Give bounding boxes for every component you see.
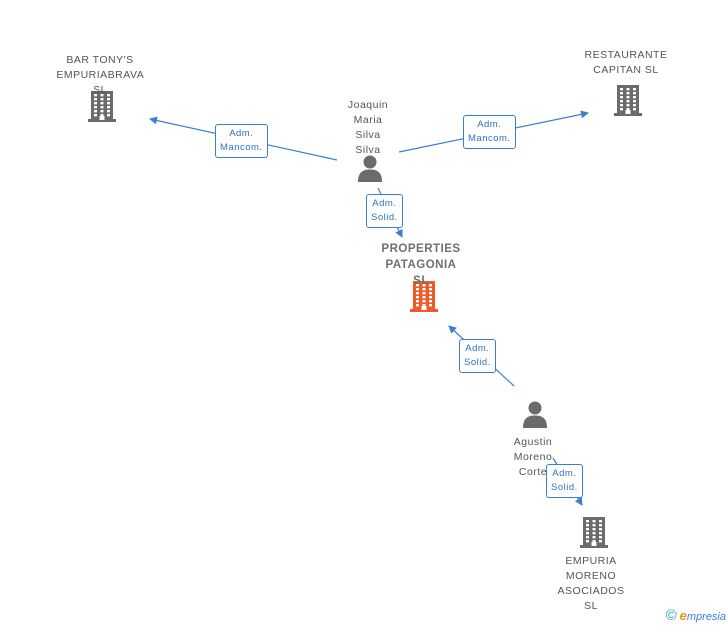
footer-brand: © empresia bbox=[666, 607, 726, 624]
relation-badge-agustin-empuria_moreno[interactable]: Adm. Solid. bbox=[546, 464, 583, 498]
relation-badge-joaquin-restaurante_capitan[interactable]: Adm. Mancom. bbox=[463, 115, 516, 149]
empresia-logo: empresia bbox=[679, 608, 726, 623]
node-label[interactable]: PROPERTIES PATAGONIA SL bbox=[381, 243, 461, 287]
node-label[interactable]: Agustin Moreno Corte bbox=[513, 436, 553, 478]
node-label[interactable]: BAR TONY'S EMPURIABRAVA SL bbox=[56, 54, 145, 96]
copyright-icon: © bbox=[665, 607, 677, 624]
node-label[interactable]: EMPURIA MORENO ASOCIADOS SL bbox=[557, 555, 625, 612]
relation-badge-agustin-properties_patagonia[interactable]: Adm. Solid. bbox=[459, 339, 496, 373]
node-label[interactable]: Joaquin Maria Silva Silva bbox=[347, 99, 389, 156]
node-label[interactable]: RESTAURANTE CAPITAN SL bbox=[584, 49, 668, 76]
relation-badge-joaquin-properties_patagonia[interactable]: Adm. Solid. bbox=[366, 194, 403, 228]
relation-badge-joaquin-bar_tonys[interactable]: Adm. Mancom. bbox=[215, 124, 268, 158]
